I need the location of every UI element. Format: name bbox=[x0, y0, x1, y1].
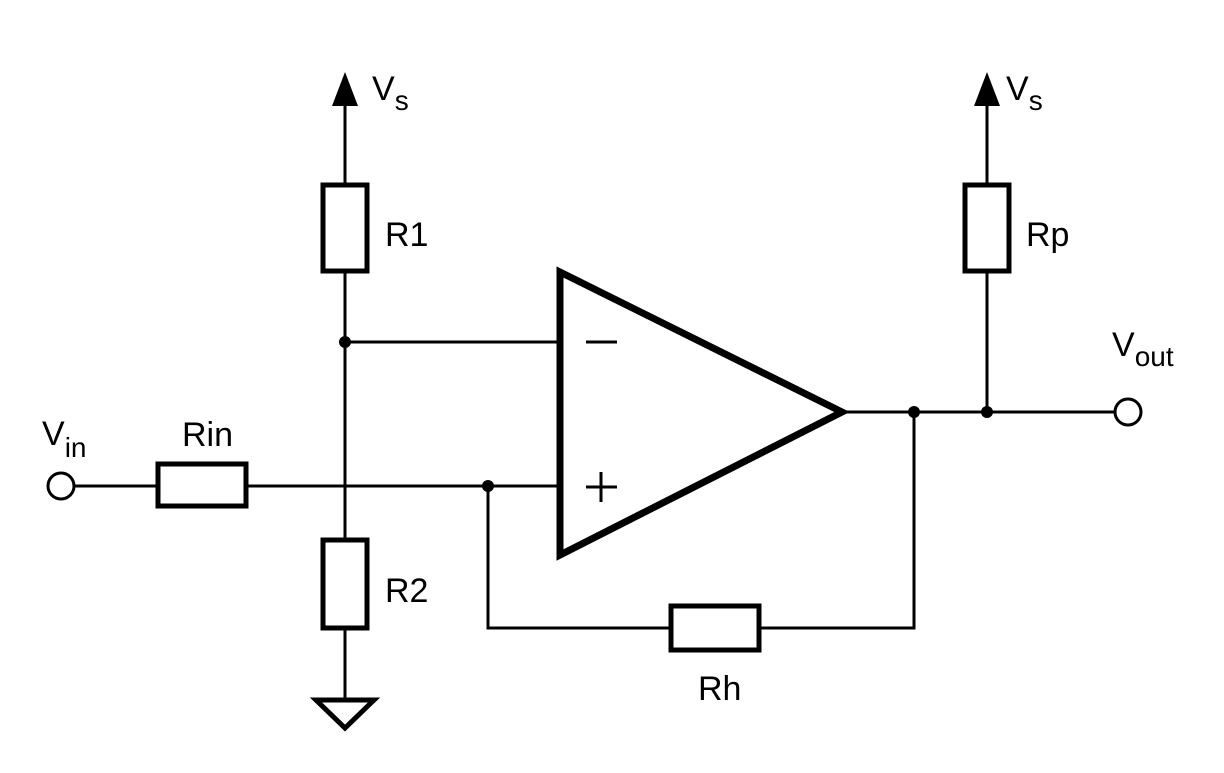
r2-label: R2 bbox=[385, 572, 428, 610]
resistor-r1 bbox=[320, 182, 370, 274]
noninverting-input-sign bbox=[586, 472, 617, 502]
resistor-rp bbox=[962, 182, 1012, 274]
feedback-wires bbox=[486, 410, 916, 630]
ground-symbol bbox=[309, 626, 381, 732]
supply-arrow-right bbox=[974, 72, 1000, 187]
resistor-rh bbox=[668, 603, 762, 653]
opamp-triangle bbox=[556, 266, 850, 561]
vin-label: Vin bbox=[42, 415, 86, 463]
resistor-r2 bbox=[320, 537, 370, 631]
rin-label: Rin bbox=[182, 416, 233, 454]
vs-left-label: Vs bbox=[372, 70, 409, 116]
junction-feedback bbox=[908, 406, 920, 418]
vs-right-label: Vs bbox=[1006, 70, 1043, 116]
vout-label: Vout bbox=[1112, 326, 1174, 372]
rh-label: Rh bbox=[698, 670, 741, 708]
supply-arrow-left bbox=[332, 72, 358, 187]
rp-label: Rp bbox=[1026, 216, 1069, 254]
vout-terminal bbox=[1113, 397, 1143, 427]
divider-wires bbox=[343, 269, 562, 542]
vin-terminal bbox=[46, 471, 76, 501]
resistor-rin bbox=[155, 461, 249, 509]
junction-inverting bbox=[339, 336, 351, 348]
r1-label: R1 bbox=[385, 216, 428, 254]
